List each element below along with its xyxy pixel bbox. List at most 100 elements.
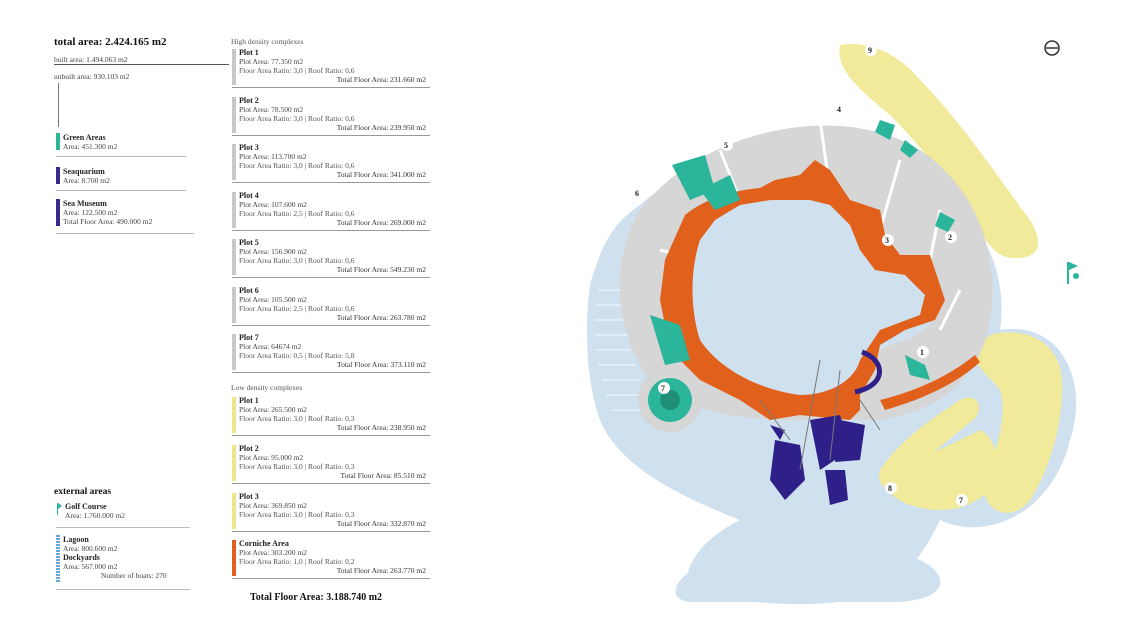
legend-label: Sea Museum [63,199,107,208]
golf-flag-icon [56,502,62,516]
pier-lines [759,359,881,471]
plot-swatch [232,286,236,323]
sea-museum-4 [825,470,848,505]
corniche-area [660,160,945,420]
legend-value: Number of boats: 270 [101,571,167,580]
built-area-line [54,64,229,65]
legend-golf: Golf Course Area: 1.760.000 m2 [56,502,125,520]
plot-total-floor-area: Total Floor Area: 332.870 m2 [336,519,426,528]
connector-line [58,83,59,127]
divider [56,233,194,234]
plot-area: Plot Area: 156.900 m2 [239,247,307,256]
sea-museum-3 [835,420,865,462]
legend-sea-museum: Sea Museum Area: 122.500 m2 Total Floor … [56,199,152,226]
golf-flag-icon [1067,262,1079,284]
plot-swatch [232,191,236,228]
plot-area: Plot Area: 77.350 m2 [239,57,304,66]
map-label-bg [882,234,894,246]
green-swatch [56,133,60,150]
plot-total-floor-area: Total Floor Area: 549.230 m2 [336,265,426,274]
map-label-bg [865,44,877,56]
plot-name: Plot 7 [239,333,259,342]
plot-total-floor-area: Total Floor Area: 269.000 m2 [336,217,426,227]
green-area-5 [900,140,918,158]
plot-total-floor-area: Total Floor Area: 373.110 m2 [337,360,426,369]
plot-total-floor-area: Total Floor Area: 238.950 m2 [336,423,426,432]
legend-value: Area: 8.700 m2 [63,176,110,185]
plot-swatch [232,493,236,529]
legend-seaquarium: Seaquarium Area: 8.700 m2 [56,167,110,185]
plot-ratio: Floor Area Ratio: 2,5 | Roof Ratio: 0,6 [239,208,355,218]
legend-value: Area: 451.300 m2 [63,142,118,151]
divider [56,589,190,590]
divider [56,190,186,191]
map-label-low-8: 8 [888,484,892,493]
plot-ratio: Floor Area Ratio: 3,0 | Roof Ratio: 0,3 [239,462,355,471]
green-area-3 [650,315,690,365]
plot-name: Plot 1 [239,48,259,57]
map-label-high-3: 3 [885,236,889,245]
external-heading: external areas [54,487,112,497]
green-area-6 [935,212,955,232]
legend-value: Area: 567.000 m2 [63,562,118,571]
legend-label: Golf Course [65,502,107,511]
plot-name: Plot 3 [239,492,259,501]
plot-total-floor-area: Total Floor Area: 263.770 m2 [336,566,426,575]
plot-name: Plot 2 [239,444,259,453]
divider [56,156,186,157]
legend-label: Seaquarium [63,167,105,176]
plot-total-floor-area: Total Floor Area: 85.510 m2 [340,471,426,480]
plot-area: Plot Area: 369.850 m2 [239,501,307,510]
plot-swatch [232,445,236,481]
green-area-2 [700,175,740,210]
plot-ratio: Floor Area Ratio: 3,0 | Roof Ratio: 0,6 [239,113,355,123]
green-area-7 [905,355,930,380]
map-label-high-2: 2 [948,233,952,242]
plot-area: Plot Area: 107.600 m2 [239,199,307,209]
museum-swatch [56,199,60,226]
plot-name: Plot 3 [239,143,259,152]
green-area-4 [875,120,895,140]
plot-swatch [232,49,236,85]
legend-lagoon-dockyards: Lagoon Area: 800.600 m2 Dockyards Area: … [56,535,167,583]
map-label-bg [956,494,968,506]
legend-value: Area: 800.600 m2 [63,544,118,553]
map-label-low-7: 7 [959,496,963,505]
low-density-heading: Low density complexes [231,383,303,392]
map-label-high-4: 4 [837,105,841,114]
legend-label: Green Areas [63,133,106,142]
map-label-bg [721,139,733,151]
sea-museum-1 [770,440,805,500]
plot-name: Plot 4 [239,190,259,200]
plot-total-floor-area: Total Floor Area: 263.780 m2 [336,312,426,322]
plot-ratio: Floor Area Ratio: 3,0 | Roof Ratio: 0,3 [239,414,355,423]
map-label-high-1: 1 [920,348,924,357]
plot-ratio: Floor Area Ratio: 3,0 | Roof Ratio: 0,3 [239,510,355,519]
dockyards-hatching [595,289,645,411]
plot-swatch [232,239,236,275]
high-density-heading: High density complexes [231,37,304,46]
map-label-high-5: 5 [724,141,728,150]
map-label-bg [632,187,644,199]
plot-name: Plot 2 [239,95,259,105]
low-density-plot-8 [975,332,1063,513]
low-density-plot-9 [839,44,1039,259]
plot-name: Plot 5 [239,238,259,247]
corniche-east-strip [880,355,980,410]
low-density-plot-8b [879,397,980,490]
map-label-bg [917,346,929,358]
plot-area: Plot Area: 64674 m2 [239,342,302,351]
plot-name: Corniche Area [239,539,289,548]
map-label-low-9: 9 [868,46,872,55]
plot-total-floor-area: Total Floor Area: 231.660 m2 [336,75,426,84]
plot-total-floor-area: Total Floor Area: 239.950 m2 [336,122,426,132]
